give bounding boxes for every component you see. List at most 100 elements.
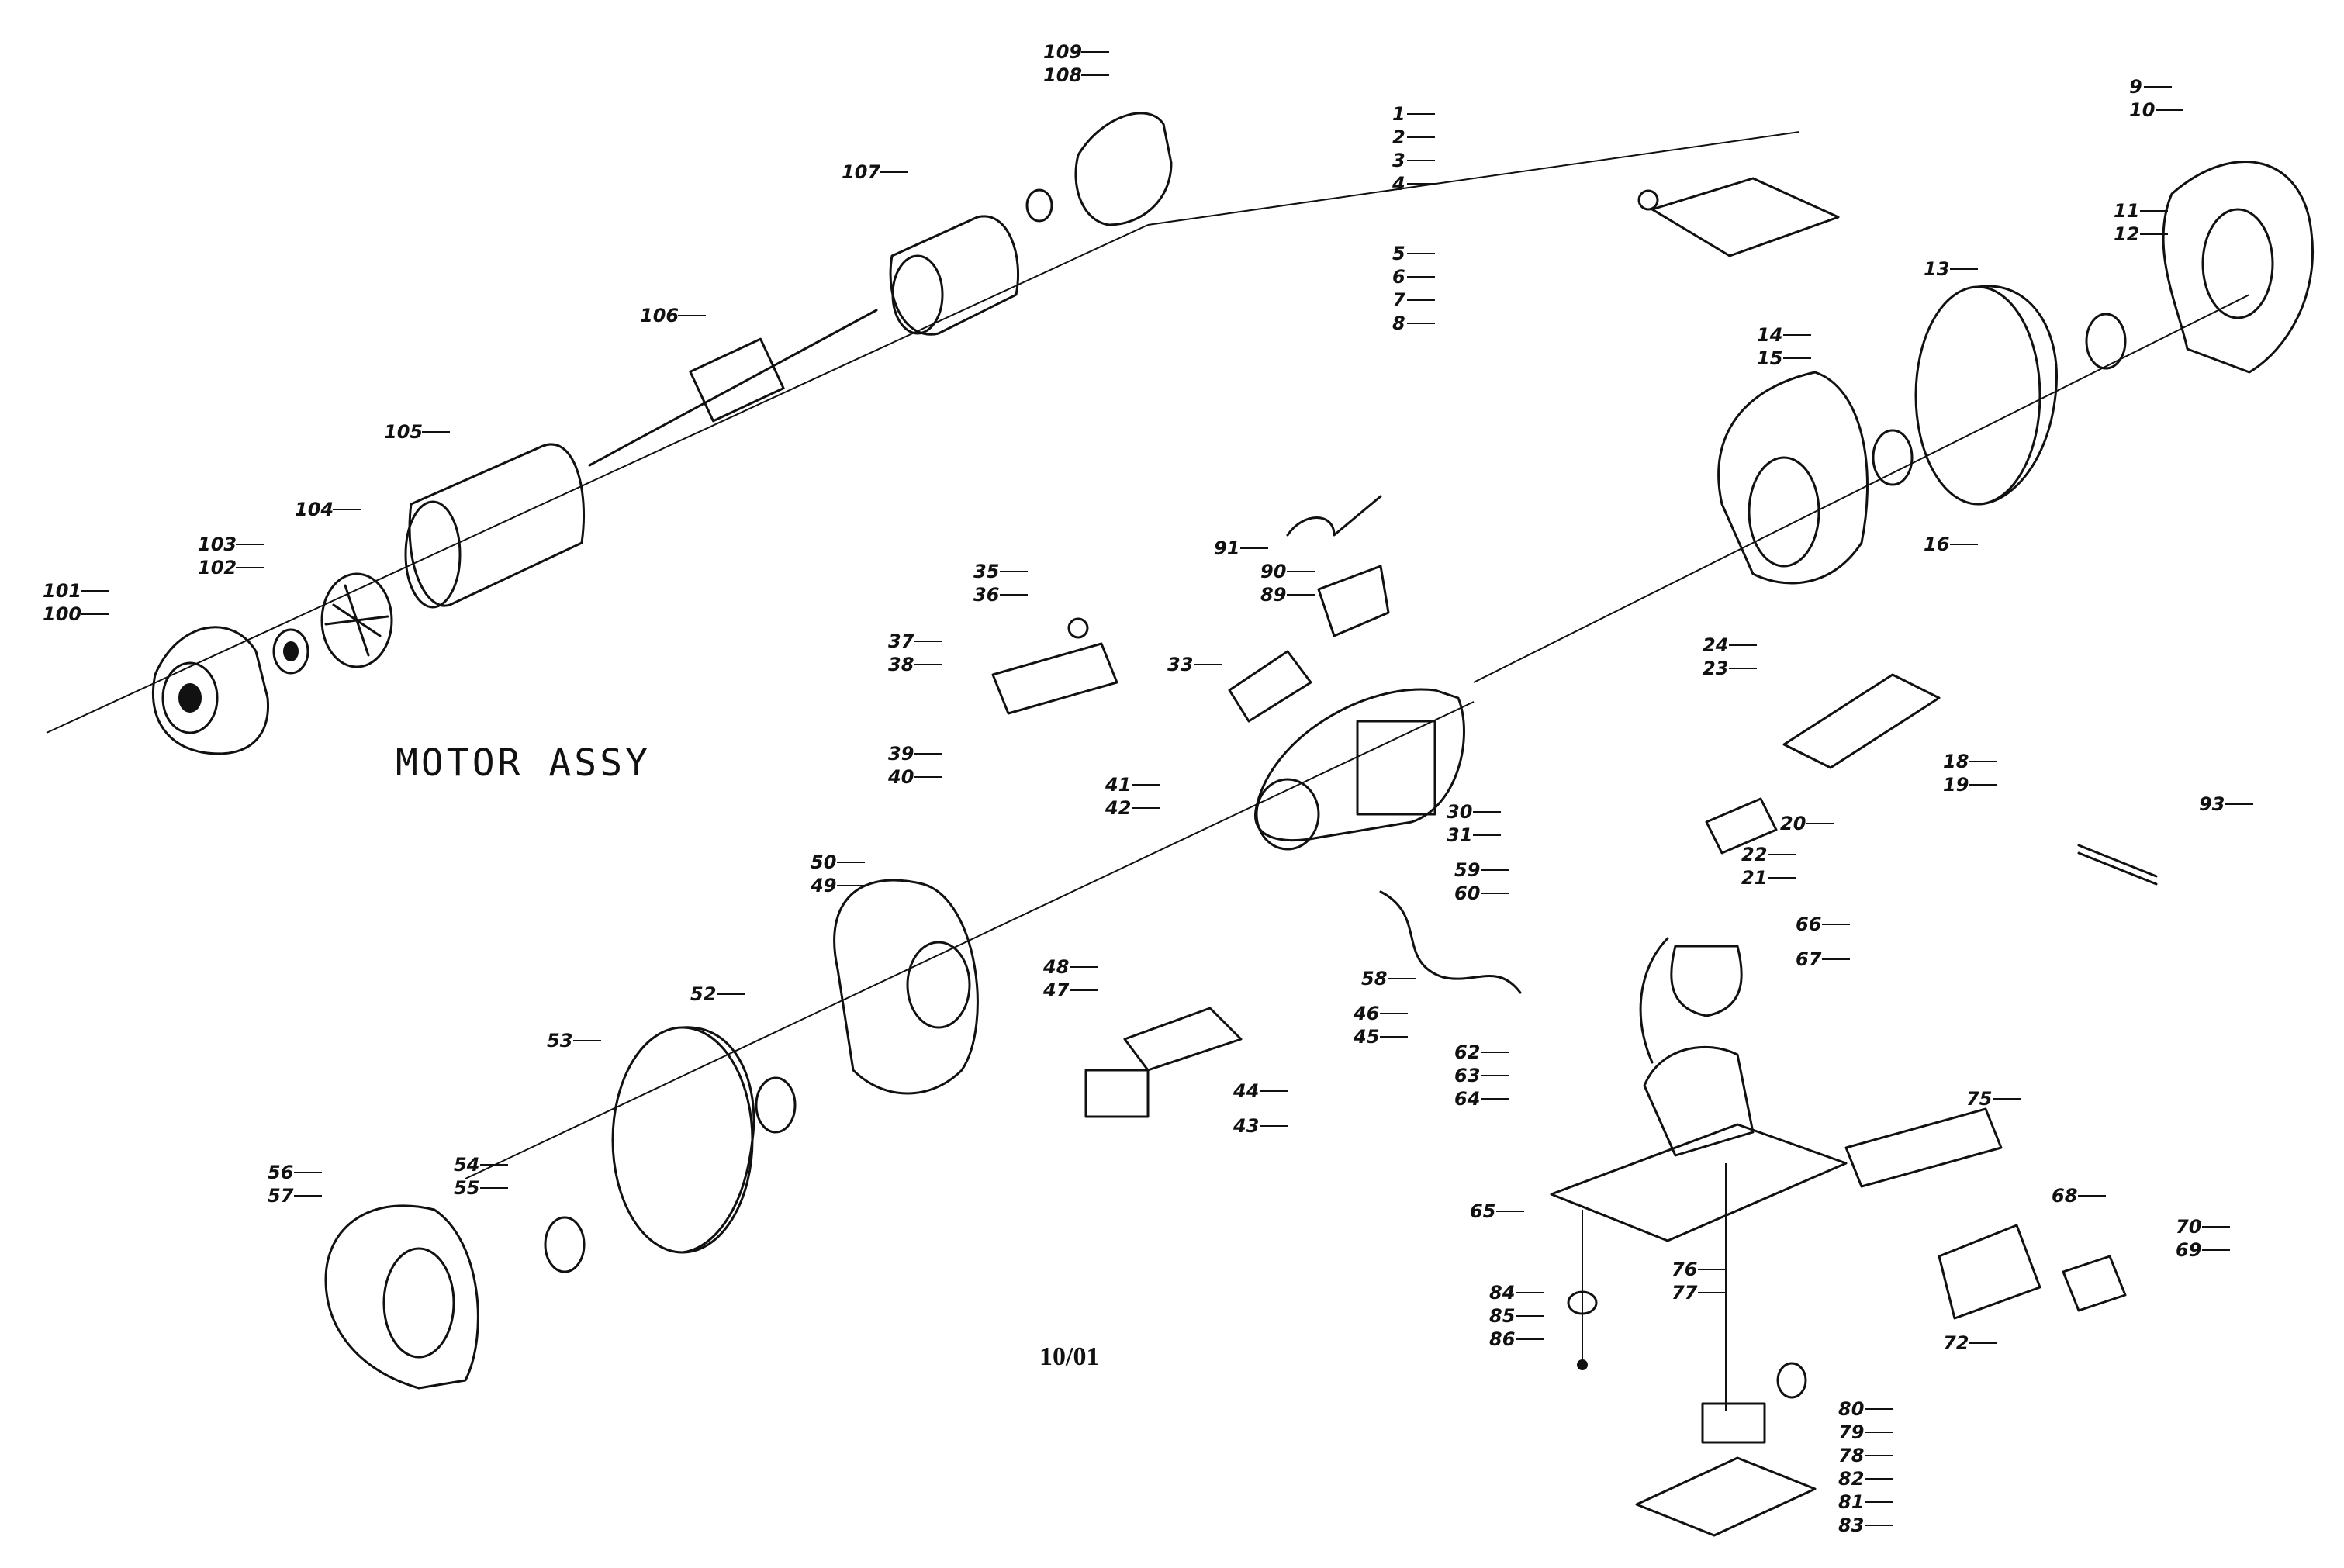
grinder-base: [1550, 1045, 1848, 1242]
callout-47: 47: [1042, 979, 1070, 1001]
motor-fan: [320, 572, 393, 668]
revision-date: 10/01: [1039, 1342, 1099, 1371]
callout-21: 21: [1741, 867, 1767, 889]
callout-46: 46: [1353, 1003, 1379, 1024]
callout-50: 50: [811, 851, 836, 873]
wheel-flange-right: [1872, 313, 2127, 486]
switch-bracket: [1286, 495, 1390, 637]
callout-11: 11: [2114, 200, 2139, 222]
wheel-flange-left: [544, 1076, 797, 1273]
callout-6: 6: [1392, 266, 1405, 288]
callout-76: 76: [1672, 1259, 1697, 1280]
callout-66: 66: [1796, 914, 1821, 935]
callout-37: 37: [888, 630, 914, 652]
eye-shield-left: [991, 617, 1118, 715]
callout-13: 13: [1924, 258, 1949, 280]
power-cord: [1379, 890, 1522, 994]
motor-end-bell-left: [152, 626, 270, 755]
callout-104: 104: [295, 499, 334, 520]
callout-75: 75: [1966, 1088, 1992, 1110]
callout-40: 40: [887, 766, 914, 788]
callout-79: 79: [1838, 1421, 1864, 1443]
grinding-wheel-right: [1914, 285, 2058, 506]
callout-105: 105: [384, 421, 423, 443]
callout-16: 16: [1924, 534, 1949, 555]
callout-72: 72: [1943, 1332, 1969, 1354]
callout-39: 39: [888, 743, 914, 765]
callout-82: 82: [1838, 1468, 1864, 1490]
callout-36: 36: [973, 584, 999, 606]
callout-109: 109: [1043, 41, 1082, 63]
tool-rest-right: [1705, 673, 1941, 855]
wheel-guard-inner-left: [833, 879, 979, 1095]
callout-102: 102: [198, 557, 237, 579]
callout-65: 65: [1470, 1200, 1495, 1222]
callout-69: 69: [2176, 1239, 2201, 1261]
callout-53: 53: [547, 1030, 572, 1052]
callout-90: 90: [1260, 561, 1286, 582]
callout-42: 42: [1105, 797, 1131, 819]
callout-64: 64: [1454, 1088, 1480, 1110]
foot-pads: [1567, 1290, 1598, 1370]
callout-68: 68: [2052, 1185, 2077, 1207]
callout-43: 43: [1233, 1115, 1259, 1137]
callout-52: 52: [690, 983, 716, 1005]
bench-grinder-motor: [1228, 650, 1465, 851]
work-light: [1639, 937, 1743, 1064]
callout-108: 108: [1043, 64, 1082, 86]
diagram-title: MOTOR ASSY: [396, 741, 651, 785]
callout-7: 7: [1392, 289, 1405, 311]
callout-84: 84: [1489, 1282, 1515, 1304]
callout-2: 2: [1392, 126, 1405, 148]
eye-shield-right: [1637, 177, 1840, 257]
callout-5: 5: [1392, 243, 1405, 264]
callout-54: 54: [454, 1154, 479, 1176]
callout-35: 35: [973, 561, 999, 582]
callout-22: 22: [1741, 844, 1767, 865]
callout-103: 103: [198, 534, 237, 555]
callout-56: 56: [268, 1162, 293, 1183]
callout-31: 31: [1447, 824, 1472, 846]
callout-19: 19: [1943, 774, 1969, 796]
callout-57: 57: [268, 1185, 294, 1207]
callout-9: 9: [2129, 76, 2142, 98]
callout-20: 20: [1780, 813, 1806, 834]
tool-rest-left: [1084, 1007, 1243, 1118]
motor-end-bell-right: [1025, 112, 1173, 226]
callout-67: 67: [1796, 948, 1822, 970]
callout-63: 63: [1454, 1065, 1480, 1086]
grinding-wheel-left: [611, 1026, 755, 1254]
leader-lines: [81, 51, 2253, 1526]
callout-70: 70: [2176, 1216, 2201, 1238]
callout-91: 91: [1214, 537, 1239, 559]
callout-86: 86: [1489, 1328, 1515, 1350]
callout-59: 59: [1454, 859, 1480, 881]
callout-81: 81: [1838, 1491, 1864, 1513]
callout-1: 1: [1392, 103, 1405, 125]
callout-101: 101: [43, 580, 81, 602]
callout-33: 33: [1167, 654, 1193, 675]
callout-45: 45: [1353, 1026, 1379, 1048]
callout-41: 41: [1105, 774, 1131, 796]
wheel-guard-inner-right: [1717, 371, 1869, 585]
callout-10: 10: [2129, 99, 2155, 121]
tray: [1844, 1107, 2003, 1188]
mounting-bracket: [1635, 1362, 1817, 1537]
callout-30: 30: [1447, 801, 1472, 823]
motor-bearing: [272, 628, 309, 675]
callout-14: 14: [1757, 324, 1782, 346]
callout-8: 8: [1392, 313, 1405, 334]
callout-93: 93: [2199, 793, 2225, 815]
callout-85: 85: [1489, 1305, 1515, 1327]
callout-100: 100: [43, 603, 81, 625]
callout-44: 44: [1233, 1080, 1259, 1102]
wrench: [2077, 844, 2158, 886]
assembly-axis-lines: [46, 131, 2250, 1411]
callout-62: 62: [1454, 1041, 1480, 1063]
callout-60: 60: [1454, 882, 1480, 904]
callout-77: 77: [1672, 1282, 1698, 1304]
callout-15: 15: [1757, 347, 1782, 369]
motor-winding: [889, 215, 1020, 336]
callout-labels: 1 2 3 4 5 6 7 8 9 10 11 12 13 14 15 16 1…: [43, 41, 2225, 1536]
